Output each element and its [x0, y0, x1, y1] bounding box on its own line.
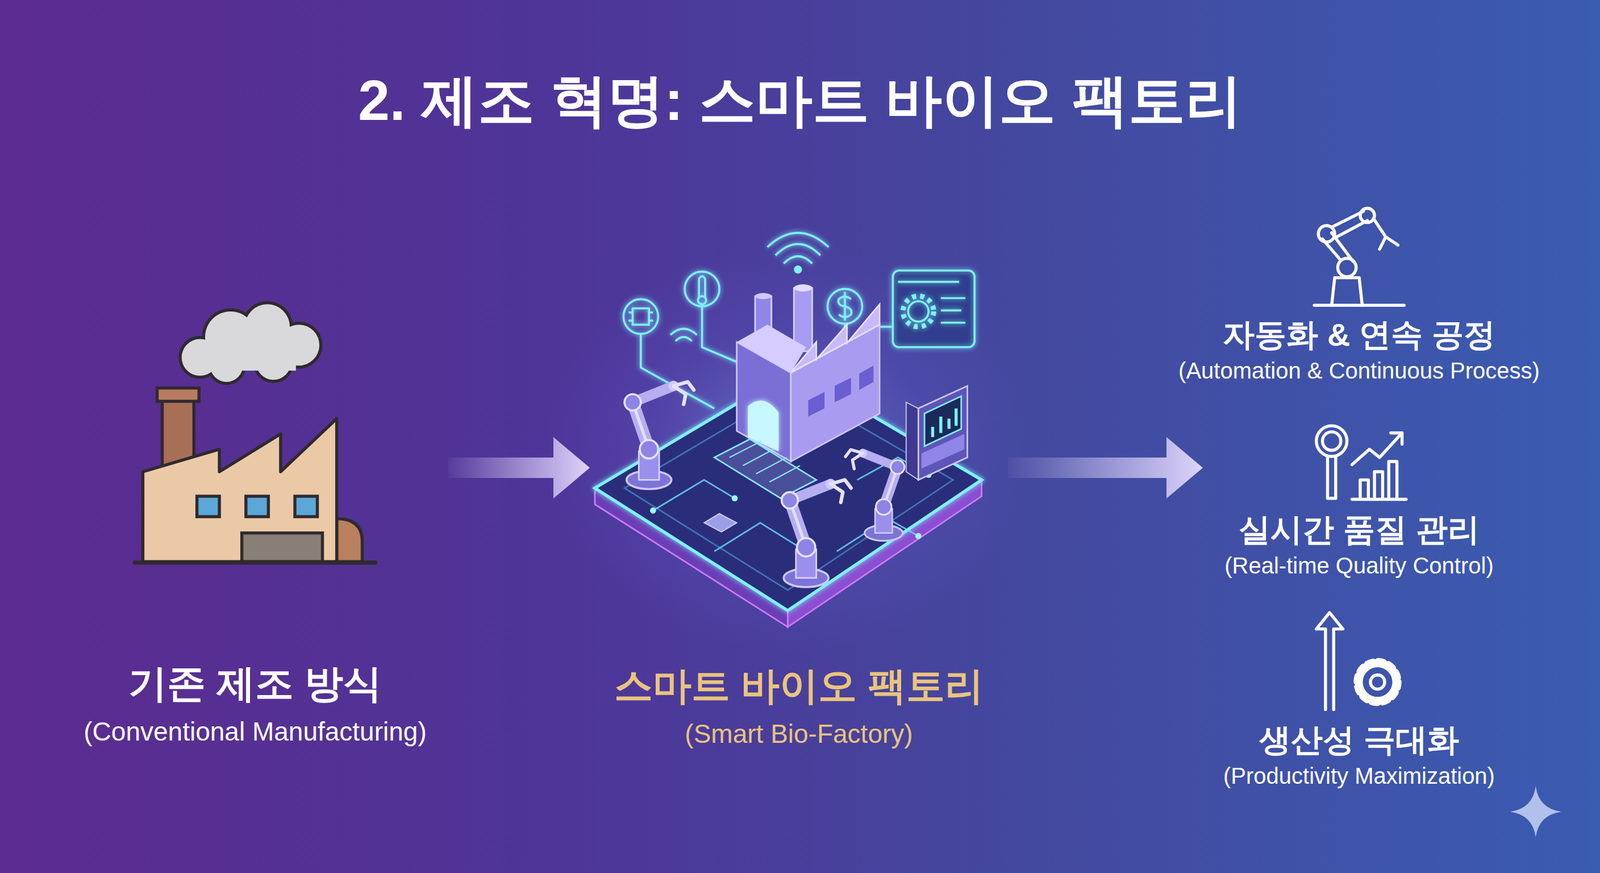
robot-arm-icon — [1314, 207, 1404, 306]
smart-factory-illustration — [954, 408, 958, 427]
smart-factory-illustration — [897, 281, 966, 323]
quality-chart-icon — [1322, 431, 1341, 450]
conventional-factory-icon — [134, 560, 376, 565]
node-sublabel: (Smart Bio-Factory) — [600, 718, 998, 750]
smart-factory-illustration — [892, 270, 975, 348]
quality-chart-icon — [1352, 461, 1407, 499]
diagram-node: 기존 제조 방식 (Conventional Manufacturing) — [72, 306, 439, 748]
smart-factory-illustration — [736, 324, 807, 373]
conventional-factory-icon — [246, 496, 269, 517]
node-sublabel: (Conventional Manufacturing) — [72, 715, 439, 748]
smart-factory-illustration — [845, 448, 905, 541]
smart-factory-illustration — [623, 298, 658, 334]
smart-factory-illustration — [628, 312, 653, 321]
robot-arm-icon — [1314, 303, 1404, 307]
productivity-icon — [1370, 674, 1385, 689]
productivity-icon — [1316, 612, 1399, 710]
node-label: 자동화 & 연속 공정 — [1167, 315, 1552, 354]
smart-factory-illustration — [698, 276, 706, 299]
conventional-factory-icon — [336, 518, 363, 562]
benefit-icons — [1314, 207, 1407, 710]
smart-factory-illustration — [838, 292, 852, 321]
smart-factory-illustration — [807, 365, 874, 417]
robot-arm-icon — [1331, 277, 1363, 306]
flow-arrow — [1007, 436, 1203, 499]
conventional-factory-icon — [203, 342, 297, 371]
smart-factory-illustration — [670, 328, 698, 341]
robot-arm-icon — [1332, 211, 1368, 237]
smart-factory-illustration — [939, 416, 943, 433]
smart-factory-illustration — [947, 418, 951, 429]
conventional-factory-icon — [157, 388, 200, 402]
smart-factory-illustration — [790, 303, 880, 373]
productivity-icon — [1361, 665, 1394, 698]
smart-factory-illustration — [769, 465, 800, 482]
flow-arrow — [448, 436, 590, 499]
smart-factory-illustration — [932, 408, 956, 437]
smart-factory-illustration — [793, 284, 812, 292]
conventional-factory-icon — [294, 496, 318, 517]
node-label: 실시간 품질 관리 — [1213, 510, 1506, 549]
smart-factory-illustration — [906, 402, 919, 481]
smart-factory-illustration — [684, 271, 720, 307]
smart-factory-illustration — [756, 457, 787, 474]
smart-factory-illustration — [921, 434, 965, 469]
diagram-node: 스마트 바이오 팩토리 (Smart Bio-Factory) — [600, 238, 998, 750]
productivity-icon — [1357, 661, 1399, 703]
node-sublabel: (Automation & Continuous Process) — [1167, 356, 1552, 385]
quality-chart-icon — [1352, 432, 1403, 465]
quality-chart-icon — [1316, 425, 1407, 499]
node-label: 기존 제조 방식 — [72, 660, 439, 707]
smart-factory-illustration — [781, 478, 852, 587]
smart-factory-illustration — [755, 293, 772, 300]
smart-factory-illustration — [697, 296, 706, 304]
node-sublabel: (Real-time Quality Control) — [1213, 551, 1506, 579]
smart-factory-illustration — [714, 438, 817, 498]
smart-factory-illustration — [729, 440, 762, 458]
smart-factory-illustration — [542, 232, 1033, 654]
smart-factory-illustration — [731, 494, 739, 502]
smart-factory-illustration — [624, 380, 694, 489]
smart-factory-illustration — [729, 440, 800, 482]
smart-factory-illustration — [650, 507, 657, 514]
node-sublabel: (Productivity Maximization) — [1211, 761, 1507, 790]
conventional-factory-icon — [242, 532, 323, 562]
smart-factory-illustration — [827, 288, 862, 324]
smart-factory-illustration — [793, 265, 802, 274]
robot-arm-icon — [1373, 218, 1398, 249]
productivity-icon — [1316, 612, 1344, 710]
smart-factory-illustration — [632, 308, 649, 325]
diagram-node: 자동화 & 연속 공정(Automation & Continuous Proc… — [1167, 209, 1552, 385]
node-label: 스마트 바이오 팩토리 — [600, 662, 998, 710]
smart-factory-illustration — [931, 426, 935, 437]
smart-factory-illustration — [907, 301, 929, 322]
robot-arm-icon — [1360, 207, 1375, 223]
conventional-factory-icon — [197, 496, 220, 517]
conventional-factory-icon — [142, 418, 337, 562]
conventional-factory-icon — [134, 303, 376, 563]
sparkle-watermark — [1510, 785, 1562, 837]
smart-factory-illustration — [703, 513, 737, 532]
smart-factory-illustration — [859, 365, 874, 390]
smart-factory-illustration — [918, 385, 968, 480]
smart-factory-illustration — [767, 232, 829, 264]
slide-title: 2. 제조 혁명: 스마트 바이오 팩토리 — [0, 65, 1600, 135]
conventional-factory-icon — [181, 303, 320, 382]
diagram-node: 실시간 품질 관리(Real-time Quality Control) — [1213, 423, 1506, 579]
smart-factory-illustration — [742, 448, 774, 466]
node-label: 생산성 극대화 — [1211, 720, 1507, 759]
smart-factory-illustration — [807, 392, 825, 417]
smart-factory-illustration — [902, 296, 934, 327]
quality-chart-icon — [1327, 456, 1336, 499]
smart-factory-illustration — [542, 244, 1033, 654]
conventional-factory-icon — [181, 303, 320, 382]
smart-factory-illustration — [915, 532, 922, 540]
diagram-node: 생산성 극대화(Productivity Maximization) — [1211, 611, 1507, 790]
quality-chart-icon — [1316, 425, 1348, 457]
smart-factory-illustration — [834, 377, 852, 403]
